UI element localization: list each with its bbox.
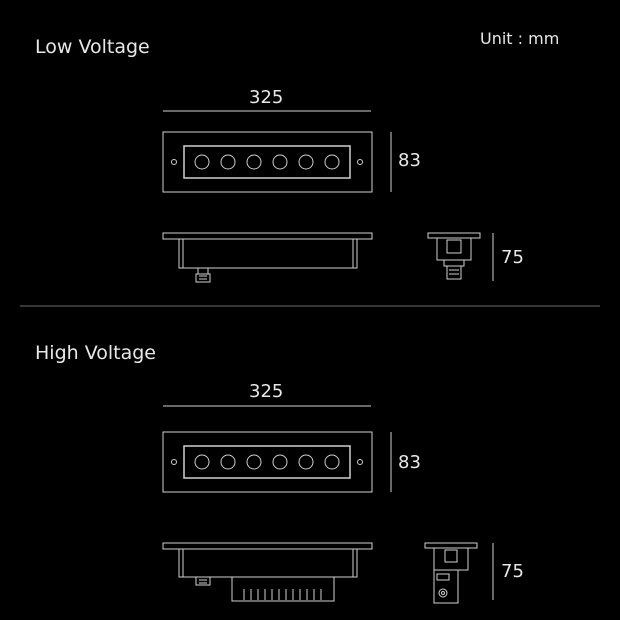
led-icon	[324, 454, 340, 470]
cable-gland-icon	[197, 267, 209, 275]
low-voltage-drawings	[162, 110, 494, 283]
led-icon	[272, 154, 288, 170]
high-voltage-drawings	[162, 405, 494, 604]
led-icon	[272, 454, 288, 470]
low-led-row	[194, 154, 340, 170]
led-icon	[220, 454, 236, 470]
high-top-view	[162, 431, 373, 493]
screw-icon	[357, 159, 363, 165]
high-end-view	[424, 542, 478, 604]
led-icon	[246, 154, 262, 170]
low-height-dimension: 75	[501, 247, 524, 268]
low-width-dimension: 83	[398, 150, 421, 171]
cable-gland-icon	[195, 576, 211, 586]
led-icon	[298, 154, 314, 170]
high-height-dimension: 75	[501, 561, 524, 582]
screw-icon	[171, 459, 177, 465]
led-icon	[220, 154, 236, 170]
led-icon	[194, 154, 210, 170]
led-icon	[298, 454, 314, 470]
driver-box-icon	[231, 576, 335, 602]
high-side-view	[162, 542, 373, 602]
high-length-dimension: 325	[249, 381, 284, 402]
low-side-view	[162, 232, 373, 283]
screw-icon	[357, 459, 363, 465]
led-icon	[246, 454, 262, 470]
low-length-dimension: 325	[249, 87, 284, 108]
low-top-view	[162, 131, 373, 193]
unit-label: Unit : mm	[480, 29, 560, 48]
high-led-row	[194, 454, 340, 470]
led-icon	[324, 154, 340, 170]
screw-icon	[171, 159, 177, 165]
led-icon	[194, 454, 210, 470]
driver-vents	[243, 589, 322, 600]
connector-icon	[438, 588, 448, 598]
cable-gland-icon	[446, 265, 462, 280]
high-width-dimension: 83	[398, 452, 421, 473]
section-title-low-voltage: Low Voltage	[35, 36, 150, 58]
section-title-high-voltage: High Voltage	[35, 342, 156, 364]
low-end-view	[427, 232, 481, 280]
